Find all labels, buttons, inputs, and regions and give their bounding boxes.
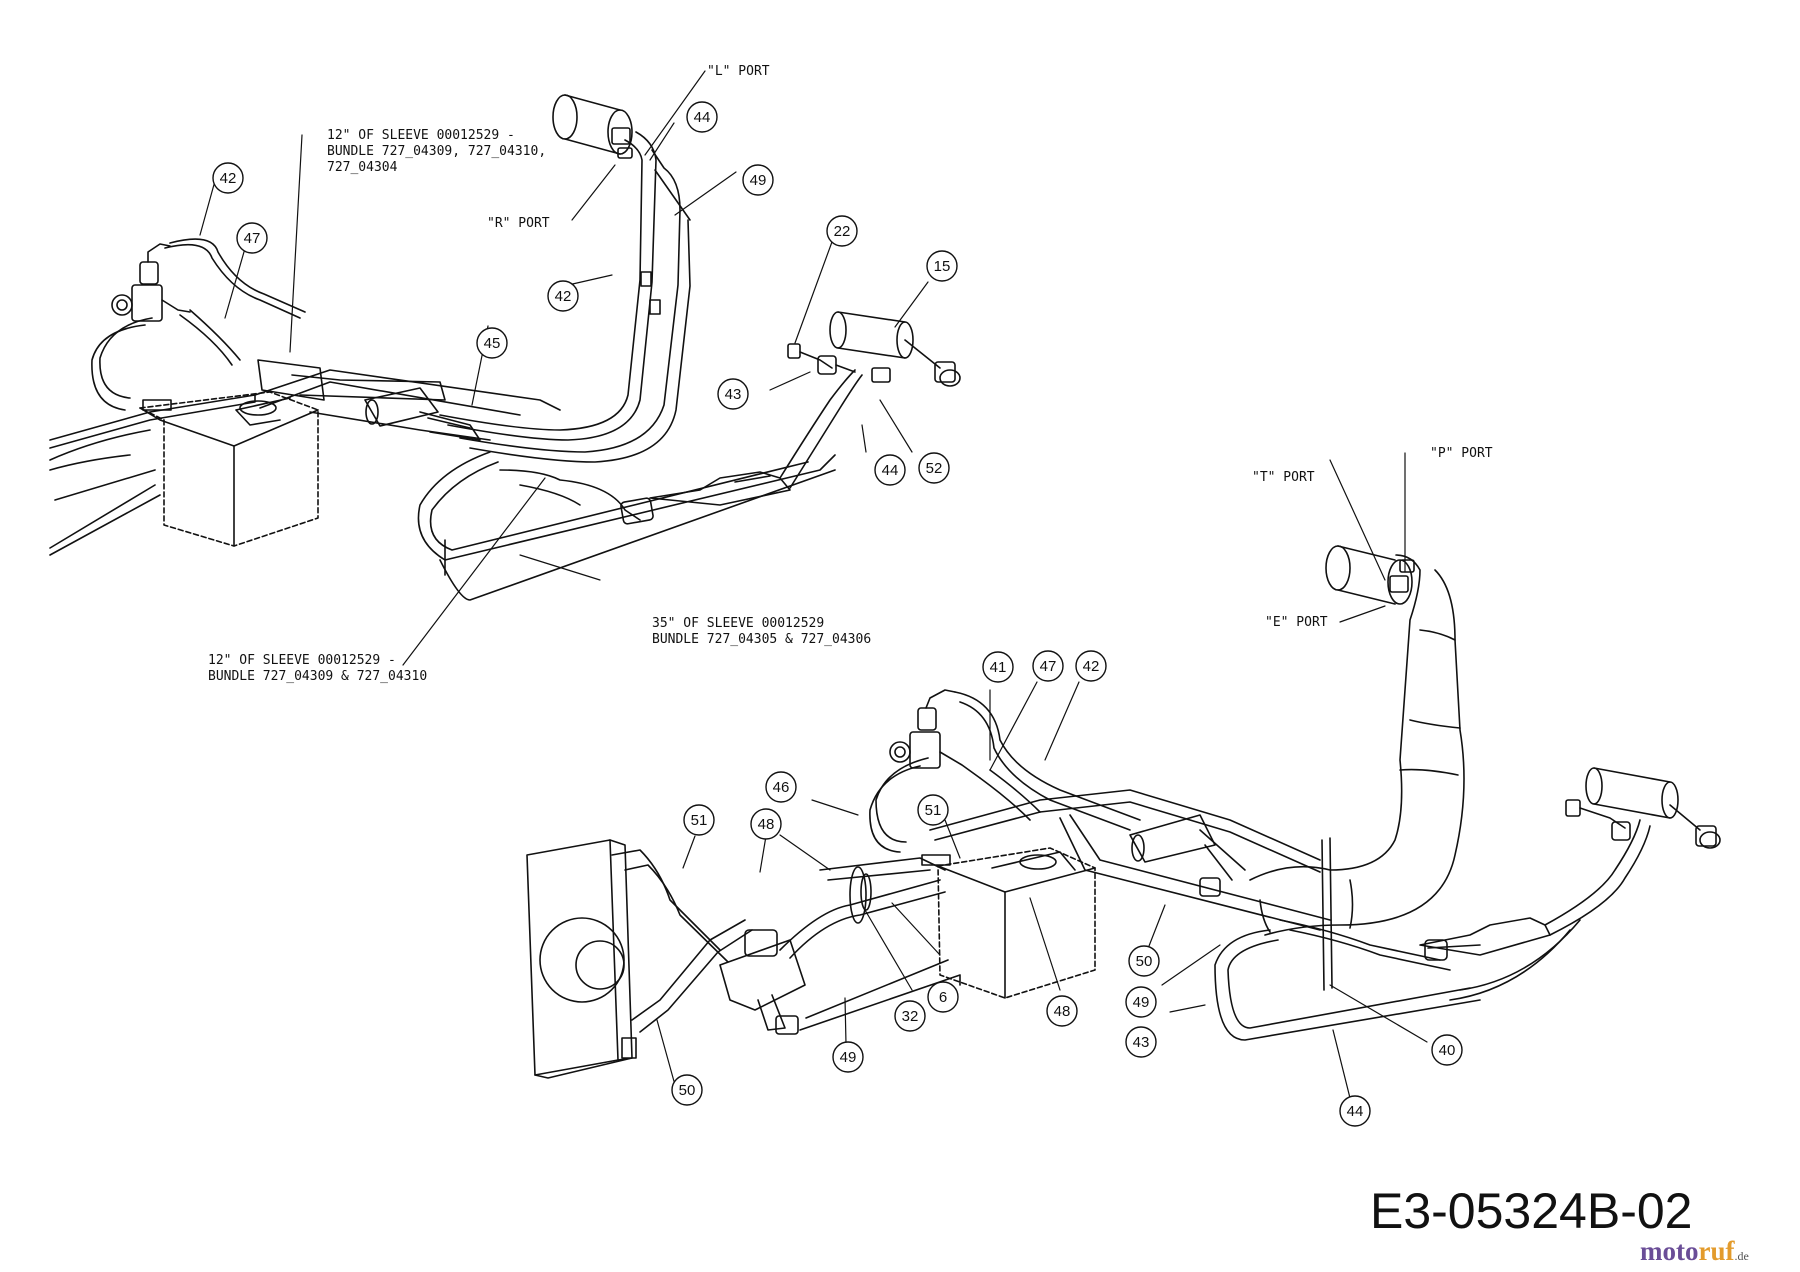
watermark-tld: .de — [1734, 1249, 1749, 1263]
svg-text:41: 41 — [990, 659, 1007, 676]
svg-text:32: 32 — [902, 1008, 919, 1025]
sleeve-note-b-line1: 35" OF SLEEVE 00012529 — [652, 616, 824, 631]
svg-text:42: 42 — [555, 288, 572, 305]
callout-44: 44 — [1339, 1095, 1371, 1127]
callout-50: 50 — [671, 1074, 703, 1106]
fitting-22 — [787, 343, 856, 375]
sleeve-note-c-line2: BUNDLE 727_04309 & 727_04310 — [208, 669, 427, 684]
callout-45: 45 — [476, 327, 508, 359]
callout-6: 6 — [927, 981, 959, 1013]
svg-text:48: 48 — [1054, 1003, 1071, 1020]
control-valve-bottom — [889, 689, 981, 779]
svg-text:44: 44 — [694, 109, 711, 126]
callout-42: 42 — [212, 162, 244, 194]
leader-lines — [199, 70, 1428, 1099]
callout-43: 43 — [717, 378, 749, 410]
hydraulic-pump — [719, 929, 806, 1035]
callout-44: 44 — [874, 454, 906, 486]
bottom-assembly — [526, 545, 1721, 1079]
svg-text:22: 22 — [834, 223, 851, 240]
hydraulic-tank-bottom — [1325, 545, 1415, 605]
svg-text:42: 42 — [220, 170, 237, 187]
sleeve-note-b-line2: BUNDLE 727_04305 & 727_04306 — [652, 632, 871, 647]
svg-text:49: 49 — [1133, 994, 1150, 1011]
svg-text:44: 44 — [882, 462, 899, 479]
callout-44: 44 — [686, 101, 718, 133]
callout-41: 41 — [982, 651, 1014, 683]
p-port-label: "P" PORT — [1430, 446, 1493, 461]
callout-46: 46 — [765, 771, 797, 803]
text-annotations: "L" PORT "R" PORT "T" PORT "P" PORT "E" … — [208, 64, 1493, 684]
sleeve-note-a-line2: BUNDLE 727_04309, 727_04310, — [327, 144, 546, 159]
callout-42: 42 — [547, 280, 579, 312]
callout-15: 15 — [926, 250, 958, 282]
svg-text:46: 46 — [773, 779, 790, 796]
callout-42: 42 — [1075, 650, 1107, 682]
callout-49: 49 — [832, 1041, 864, 1073]
cylinder-right — [1565, 767, 1721, 849]
watermark-brand-right: ruf — [1698, 1236, 1735, 1266]
svg-text:45: 45 — [484, 335, 501, 352]
callout-47: 47 — [1032, 650, 1064, 682]
callout-40: 40 — [1431, 1034, 1463, 1066]
t-port-label: "T" PORT — [1252, 470, 1315, 485]
l-port-label: "L" PORT — [707, 64, 770, 79]
svg-text:49: 49 — [750, 172, 767, 189]
callout-48: 48 — [750, 808, 782, 840]
r-port-label: "R" PORT — [487, 216, 550, 231]
engine-panel — [526, 839, 637, 1079]
callout-22: 22 — [826, 215, 858, 247]
svg-text:51: 51 — [691, 812, 708, 829]
svg-text:49: 49 — [840, 1049, 857, 1066]
svg-text:51: 51 — [925, 802, 942, 819]
sleeve-note-a-line1: 12" OF SLEEVE 00012529 - — [327, 128, 515, 143]
diagram-code: E3-05324B-02 — [1370, 1183, 1693, 1239]
callout-50: 50 — [1128, 945, 1160, 977]
svg-text:43: 43 — [1133, 1034, 1150, 1051]
callout-32: 32 — [894, 1000, 926, 1032]
control-valve-top — [111, 243, 191, 322]
callouts: 42 47 44 49 42 45 22 15 43 44 52 41 47 4… — [212, 101, 1463, 1127]
e-port-label: "E" PORT — [1265, 615, 1328, 630]
svg-text:15: 15 — [934, 258, 951, 275]
svg-text:47: 47 — [244, 230, 261, 247]
svg-text:52: 52 — [926, 460, 943, 477]
cylinder-15 — [829, 311, 961, 387]
lift-cylinder-top — [364, 387, 481, 441]
svg-text:50: 50 — [679, 1082, 696, 1099]
hydraulic-tank-top — [552, 94, 633, 159]
sleeve-note-a-line3: 727_04304 — [327, 160, 398, 175]
callout-43: 43 — [1125, 1026, 1157, 1058]
svg-text:42: 42 — [1083, 658, 1100, 675]
callout-52: 52 — [918, 452, 950, 484]
top-assembly — [49, 94, 961, 601]
lift-cylinder-bottom — [1129, 814, 1246, 897]
callout-48: 48 — [1046, 995, 1078, 1027]
svg-text:47: 47 — [1040, 658, 1057, 675]
callout-51: 51 — [683, 804, 715, 836]
svg-text:6: 6 — [939, 989, 947, 1006]
battery-top — [139, 391, 319, 547]
watermark-brand-left: moto — [1640, 1236, 1699, 1266]
callout-49: 49 — [742, 164, 774, 196]
watermark-logo: motoruf.de — [1640, 1236, 1749, 1267]
big-sleeved-hose — [1249, 554, 1465, 936]
callout-51: 51 — [917, 794, 949, 826]
svg-text:48: 48 — [758, 816, 775, 833]
battery-bottom — [921, 847, 1096, 999]
svg-text:40: 40 — [1439, 1042, 1456, 1059]
callout-47: 47 — [236, 222, 268, 254]
svg-text:43: 43 — [725, 386, 742, 403]
callout-49: 49 — [1125, 986, 1157, 1018]
svg-text:44: 44 — [1347, 1103, 1364, 1120]
svg-text:50: 50 — [1136, 953, 1153, 970]
sleeve-note-c-line1: 12" OF SLEEVE 00012529 - — [208, 653, 396, 668]
